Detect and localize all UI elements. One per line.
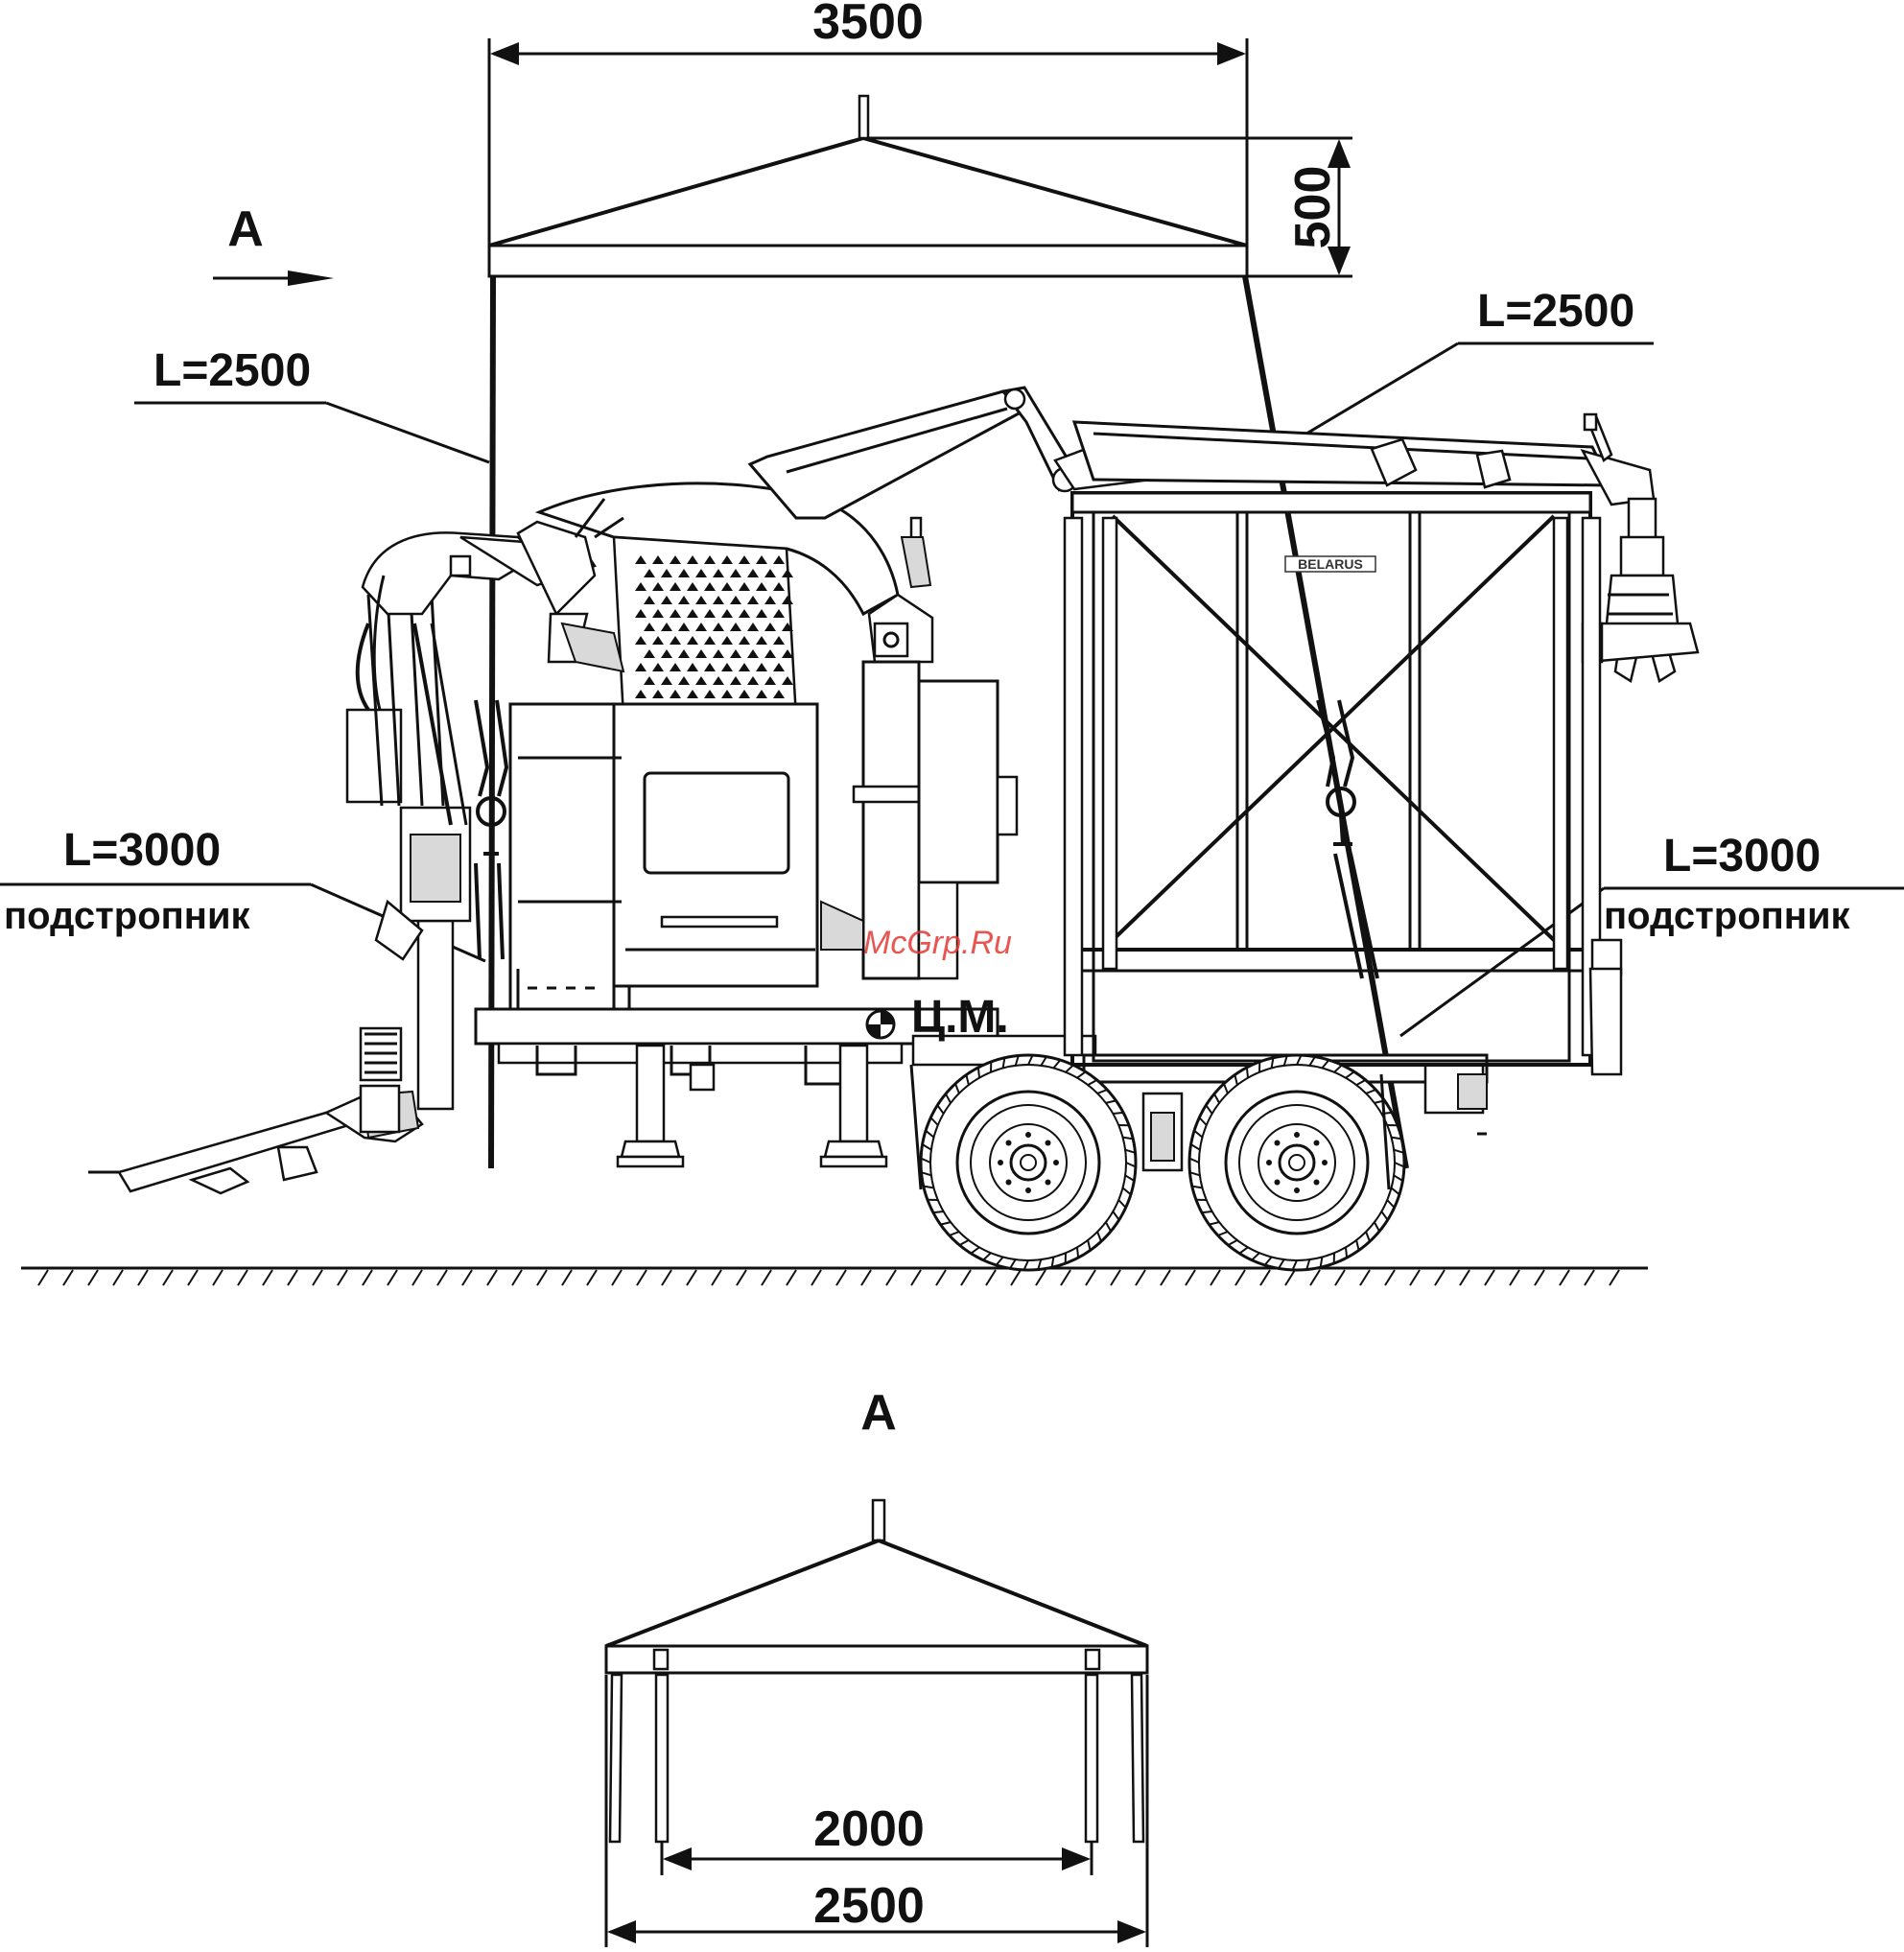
- watermark: McGrp.Ru: [863, 925, 1012, 961]
- view-a: A 2000 2500: [606, 1385, 1147, 1947]
- center-of-mass: Ц.М.: [867, 992, 1009, 1043]
- cargo-cage: BELARUS: [1065, 493, 1621, 1074]
- view-a-arrow: A: [213, 201, 334, 286]
- ground-hatch: [38, 1270, 1619, 1285]
- wheel-1: [921, 1055, 1136, 1270]
- strap-right-length: L=3000: [1663, 831, 1821, 882]
- center-of-mass-label: Ц.М.: [911, 992, 1009, 1043]
- lifting-traverse: [489, 96, 1247, 276]
- dimension-500-label: 500: [1285, 166, 1341, 249]
- drawbar: [88, 1086, 422, 1193]
- strap-left-name: подстропник: [4, 895, 251, 937]
- dimension-2500-label: 2500: [813, 1878, 925, 1934]
- belarus-logo: BELARUS: [1298, 556, 1363, 572]
- ground: [21, 1268, 1648, 1285]
- sling-right-label: L=2500: [1477, 286, 1634, 337]
- front-support-leg: [361, 808, 470, 1109]
- sling-left-label: L=2500: [153, 345, 311, 396]
- strap-left-length: L=3000: [63, 825, 221, 876]
- wheel-2: [1189, 1055, 1404, 1270]
- dimension-3500-label: 3500: [812, 0, 924, 50]
- dimension-2000-label: 2000: [813, 1801, 925, 1857]
- side-view: 3500 500 A L=2500 L=2500 L=: [0, 0, 1904, 1285]
- strap-right-name: подстропник: [1604, 895, 1851, 937]
- view-a-title: A: [860, 1385, 897, 1441]
- view-a-label: A: [227, 201, 264, 257]
